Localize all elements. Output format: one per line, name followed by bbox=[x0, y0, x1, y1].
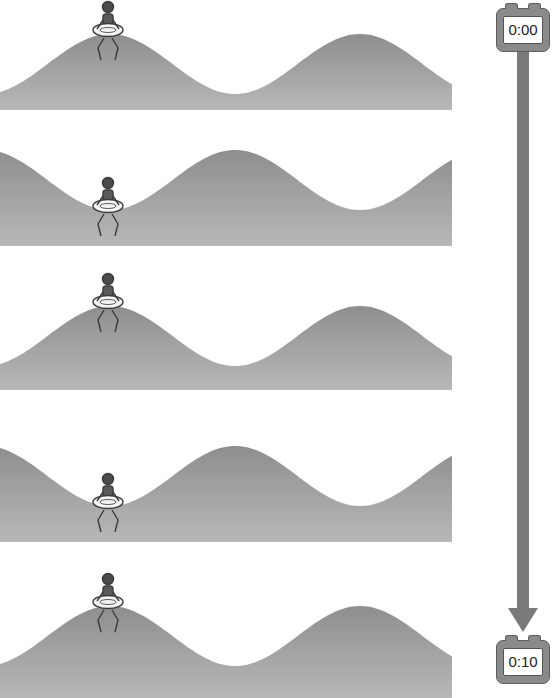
swimmer bbox=[93, 274, 123, 333]
time-arrow bbox=[508, 52, 538, 632]
wave bbox=[0, 606, 452, 698]
stopwatch-button bbox=[528, 3, 541, 9]
stopwatch: 0:00 bbox=[496, 8, 550, 52]
stopwatch: 0:10 bbox=[496, 640, 550, 684]
stopwatch-button bbox=[505, 635, 518, 641]
swimmer bbox=[93, 574, 123, 633]
swimmer bbox=[93, 474, 123, 533]
stopwatch-time: 0:10 bbox=[503, 648, 542, 676]
swimmer bbox=[93, 178, 123, 237]
swimmer bbox=[93, 2, 123, 61]
wave bbox=[0, 446, 452, 542]
stopwatch-button bbox=[505, 3, 518, 9]
wave bbox=[0, 150, 452, 246]
stopwatch-time: 0:00 bbox=[503, 16, 542, 44]
stopwatch-button bbox=[528, 635, 541, 641]
wave bbox=[0, 34, 452, 110]
wave bbox=[0, 306, 452, 390]
